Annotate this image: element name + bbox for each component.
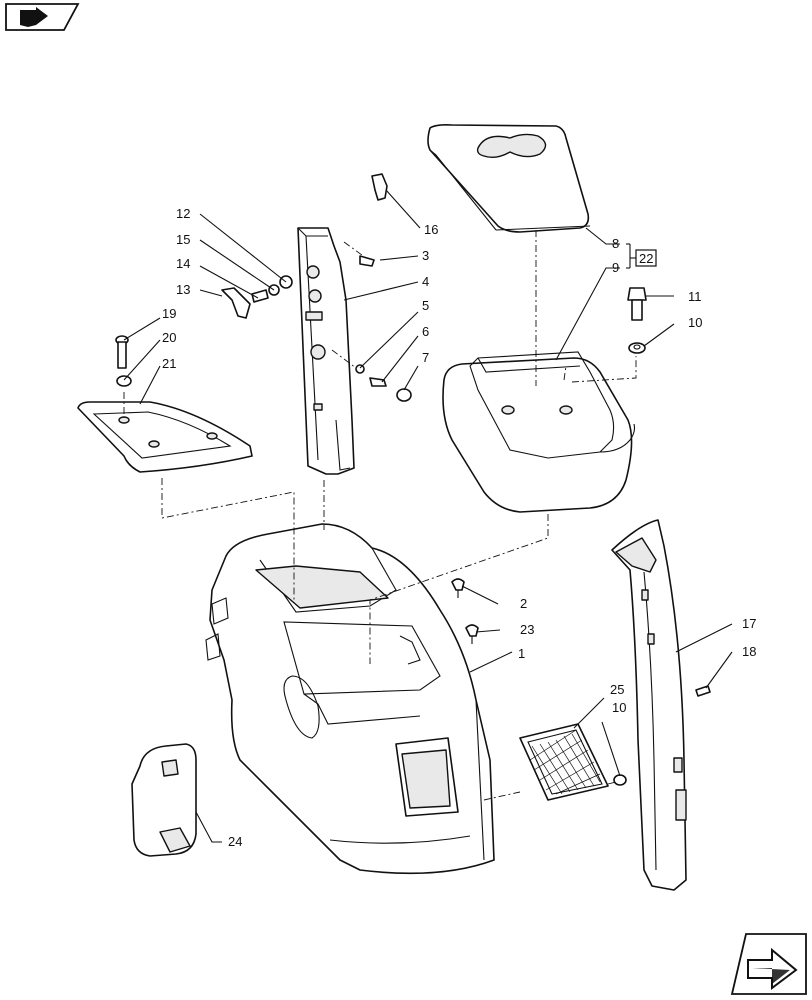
part-20-washer bbox=[116, 375, 132, 387]
assembly-centerlines bbox=[123, 230, 637, 801]
part-16-clip bbox=[371, 173, 388, 201]
callout-18[interactable]: 18 bbox=[742, 644, 756, 659]
part-8-upper-cover bbox=[427, 124, 591, 233]
previous-page-arrow-icon[interactable] bbox=[5, 3, 80, 31]
callout-21[interactable]: 21 bbox=[162, 356, 176, 371]
part-6-screw bbox=[369, 377, 387, 387]
part-18-screw bbox=[695, 685, 711, 697]
callout-8[interactable]: 8 bbox=[612, 236, 619, 251]
callout-12[interactable]: 12 bbox=[176, 206, 190, 221]
callout-16[interactable]: 16 bbox=[424, 222, 438, 237]
callout-5[interactable]: 5 bbox=[422, 298, 429, 313]
part-11-bolt bbox=[627, 287, 647, 321]
part-14-screw bbox=[251, 289, 269, 303]
callout-13[interactable]: 13 bbox=[176, 282, 190, 297]
callout-11[interactable]: 11 bbox=[688, 289, 702, 304]
part-7-cap bbox=[396, 388, 412, 402]
part-9-console-tray bbox=[442, 351, 636, 513]
part-10-washer-upper bbox=[628, 342, 646, 354]
part-21-side-tray bbox=[77, 401, 253, 473]
callout-3[interactable]: 3 bbox=[422, 248, 429, 263]
callout-6[interactable]: 6 bbox=[422, 324, 429, 339]
part-3-screw bbox=[359, 255, 375, 267]
next-page-arrow-icon[interactable] bbox=[730, 933, 807, 995]
callout-22[interactable]: 22 bbox=[639, 251, 653, 266]
callout-14[interactable]: 14 bbox=[176, 256, 190, 271]
callout-15[interactable]: 15 bbox=[176, 232, 190, 247]
part-10-cap-lower bbox=[613, 774, 627, 786]
callout-9[interactable]: 9 bbox=[612, 260, 619, 275]
part-24-cover bbox=[131, 743, 197, 857]
callout-1[interactable]: 1 bbox=[518, 646, 525, 661]
part-13-clip bbox=[221, 287, 251, 319]
part-17-trim-strip bbox=[611, 519, 687, 891]
callout-2[interactable]: 2 bbox=[520, 596, 527, 611]
part-23-push-clip bbox=[465, 624, 479, 644]
part-1-main-housing bbox=[205, 523, 495, 875]
callout-22-box bbox=[635, 249, 657, 267]
part-25-grille bbox=[519, 723, 609, 801]
callout-4[interactable]: 4 bbox=[422, 274, 429, 289]
callout-17[interactable]: 17 bbox=[742, 616, 756, 631]
callout-10-lower[interactable]: 10 bbox=[612, 700, 626, 715]
callout-10-upper[interactable]: 10 bbox=[688, 315, 702, 330]
callout-23[interactable]: 23 bbox=[520, 622, 534, 637]
callout-labels: 12 15 14 13 19 20 21 16 3 4 5 6 7 8 9 22… bbox=[162, 206, 756, 849]
callout-7[interactable]: 7 bbox=[422, 350, 429, 365]
part-19-screw bbox=[115, 335, 129, 369]
part-2-push-clip bbox=[451, 578, 465, 598]
callout-24[interactable]: 24 bbox=[228, 834, 242, 849]
leader-lines bbox=[123, 189, 733, 843]
callout-25[interactable]: 25 bbox=[610, 682, 624, 697]
part-4-bracket bbox=[297, 227, 355, 475]
part-5-washer bbox=[355, 364, 365, 374]
callout-20[interactable]: 20 bbox=[162, 330, 176, 345]
callout-19[interactable]: 19 bbox=[162, 306, 176, 321]
